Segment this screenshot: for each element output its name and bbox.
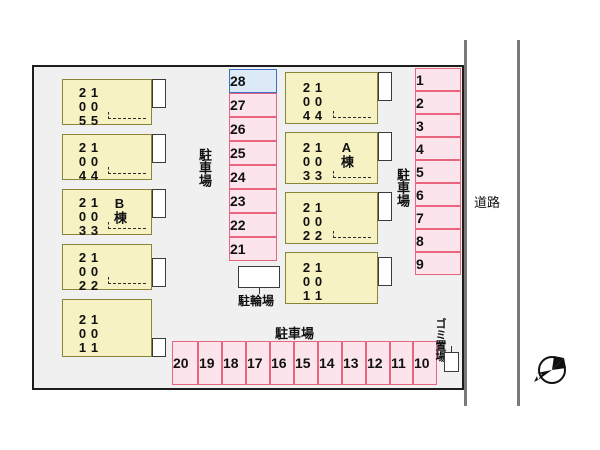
building-a-unit-label-3b: 101	[310, 260, 326, 302]
building-b-name: B棟	[112, 196, 127, 224]
building-a-stair-riser-2	[333, 231, 334, 238]
parking-space-10[interactable]: 10	[413, 341, 437, 385]
building-b-unit-label-4b: 101	[86, 312, 102, 354]
parking-space-6[interactable]: 6	[415, 183, 461, 206]
parking-space-17[interactable]: 17	[246, 341, 270, 385]
building-a-name: A棟	[339, 140, 354, 168]
parking-space-1[interactable]: 1	[415, 68, 461, 91]
garbage-area-leader	[451, 346, 452, 353]
building-b-stair-3	[108, 283, 146, 284]
building-b-unit-label-1: 204	[74, 140, 90, 182]
building-a-entrance-2	[378, 192, 392, 221]
parking-space-9[interactable]: 9	[415, 252, 461, 275]
building-b-unit-label-3: 202	[74, 250, 90, 292]
parking-space-26[interactable]: 26	[229, 117, 277, 141]
building-b-entrance-3	[152, 258, 166, 287]
building-b-unit-label-0: 205	[74, 85, 90, 127]
parking-space-24[interactable]: 24	[229, 165, 277, 189]
building-a-entrance-1	[378, 132, 392, 161]
building-a-unit-label-1: 203	[298, 140, 314, 182]
parking-space-13[interactable]: 13	[342, 341, 366, 385]
building-b-entrance-0	[152, 79, 166, 108]
building-b-unit-201-101	[62, 299, 152, 357]
building-b-stair-riser-0	[108, 112, 109, 119]
building-b-unit-label-2: 203	[74, 195, 90, 237]
garbage-area-label: ゴミ置場	[434, 318, 446, 362]
building-b-unit-label-2b: 103	[86, 195, 102, 237]
building-b-entrance-1	[152, 134, 166, 163]
building-a-entrance-0	[378, 72, 392, 101]
parking-space-23[interactable]: 23	[229, 189, 277, 213]
building-b-unit-label-4: 201	[74, 312, 90, 354]
building-a-stair-riser-1	[333, 171, 334, 178]
road-label: 道路	[474, 195, 501, 210]
parking-space-5[interactable]: 5	[415, 160, 461, 183]
parking-space-22[interactable]: 22	[229, 213, 277, 237]
building-b-stair-riser-3	[108, 277, 109, 284]
bicycle-parking-label: 駐輪場	[238, 294, 275, 308]
building-a-unit-label-2b: 102	[310, 200, 326, 242]
parking-space-15[interactable]: 15	[294, 341, 318, 385]
building-a-unit-203-103	[285, 132, 378, 184]
building-a-unit-202-102	[285, 192, 378, 244]
parking-space-7[interactable]: 7	[415, 206, 461, 229]
building-b-entrance-4	[152, 338, 166, 357]
parking-space-21[interactable]: 21	[229, 237, 277, 261]
building-b-unit-204-104	[62, 134, 152, 180]
building-a-entrance-3	[378, 257, 392, 286]
building-a-stair-1	[333, 177, 371, 178]
bicycle-parking-leader	[259, 288, 260, 294]
parking-space-2[interactable]: 2	[415, 91, 461, 114]
parking-center-label: 駐車場	[197, 148, 212, 187]
parking-space-18[interactable]: 18	[222, 341, 246, 385]
building-a-unit-label-0: 204	[298, 80, 314, 122]
north-arrow-svg	[534, 356, 566, 384]
parking-space-4[interactable]: 4	[415, 137, 461, 160]
building-a-unit-label-3: 201	[298, 260, 314, 302]
building-b-stair-1	[108, 173, 146, 174]
parking-space-8[interactable]: 8	[415, 229, 461, 252]
parking-space-19[interactable]: 19	[198, 341, 222, 385]
building-b-stair-0	[108, 118, 146, 119]
bicycle-parking-box	[238, 266, 280, 288]
building-b-unit-label-1b: 104	[86, 140, 102, 182]
parking-space-20[interactable]: 20	[172, 341, 198, 385]
building-b-stair-2	[108, 228, 146, 229]
building-a-unit-204-104	[285, 72, 378, 124]
road-edge-east	[517, 40, 520, 406]
building-b-unit-label-3b: 102	[86, 250, 102, 292]
parking-space-25[interactable]: 25	[229, 141, 277, 165]
building-a-unit-label-0b: 104	[310, 80, 326, 122]
building-b-unit-205-105	[62, 79, 152, 125]
parking-east-label: 駐車場	[395, 168, 410, 207]
parking-space-3[interactable]: 3	[415, 114, 461, 137]
building-b-unit-202-102	[62, 244, 152, 290]
building-b-unit-203-103	[62, 189, 152, 235]
road-edge-west	[464, 40, 467, 406]
building-a-unit-label-1b: 103	[310, 140, 326, 182]
building-b-unit-label-0b: 105	[86, 85, 102, 127]
building-a-stair-riser-0	[333, 111, 334, 118]
parking-space-14[interactable]: 14	[318, 341, 342, 385]
building-a-stair-2	[333, 237, 371, 238]
garbage-area-box	[444, 352, 459, 372]
building-b-stair-riser-1	[108, 167, 109, 174]
parking-south-label: 駐車場	[275, 326, 315, 341]
building-b-stair-riser-2	[108, 222, 109, 229]
north-arrow-icon	[528, 352, 570, 394]
building-a-stair-0	[333, 117, 371, 118]
building-b-entrance-2	[152, 189, 166, 218]
building-a-unit-label-2: 202	[298, 200, 314, 242]
parking-space-16[interactable]: 16	[270, 341, 294, 385]
parking-space-27[interactable]: 27	[229, 93, 277, 117]
parking-space-28[interactable]: 28	[229, 69, 277, 93]
parking-space-12[interactable]: 12	[366, 341, 390, 385]
building-a-unit-201-101	[285, 252, 378, 304]
parking-space-11[interactable]: 11	[390, 341, 413, 385]
